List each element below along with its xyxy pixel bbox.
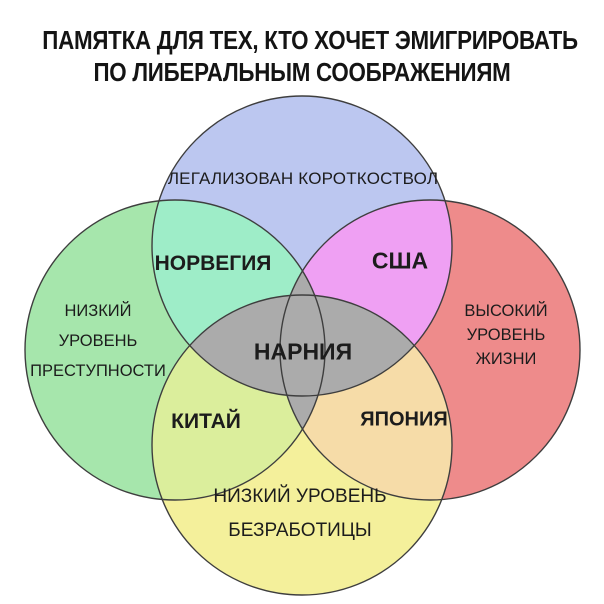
label-bottom-line-2: БЕЗРАБОТИЦЫ	[228, 520, 372, 541]
label-left-circle: НИЗКИЙ УРОВЕНЬ ПРЕСТУПНОСТИ	[30, 296, 166, 386]
label-left-line-1: НИЗКИЙ	[64, 302, 132, 320]
label-right-circle: ВЫСОКИЙ УРОВЕНЬ ЖИЗНИ	[464, 299, 547, 371]
label-left-line-3: ПРЕСТУПНОСТИ	[30, 362, 166, 380]
title-line-2: ПО ЛИБЕРАЛЬНЫМ СООБРАЖЕНИЯМ	[93, 57, 511, 87]
label-right-line-1: ВЫСОКИЙ	[464, 302, 548, 320]
venn-circle-left-outline	[24, 199, 326, 501]
label-bottom-line-1: НИЗКИЙ УРОВЕНЬ	[213, 486, 387, 507]
venn-circle-bottom-outline	[151, 294, 453, 596]
label-usa: США	[371, 247, 429, 274]
title-line-1: ПАМЯТКА ДЛЯ ТЕХ, КТО ХОЧЕТ ЭМИГРИРОВАТЬ	[42, 25, 578, 55]
region-center-narnia-vertical	[152, 295, 452, 396]
label-china: КИТАЙ	[171, 410, 241, 433]
venn-circle-top-outline	[151, 95, 453, 397]
page-title: ПАМЯТКА ДЛЯ ТЕХ, КТО ХОЧЕТ ЭМИГРИРОВАТЬ …	[42, 24, 578, 88]
label-bottom-circle: НИЗКИЙ УРОВЕНЬ БЕЗРАБОТИЦЫ	[213, 480, 386, 548]
label-left-line-2: УРОВЕНЬ	[58, 332, 138, 350]
label-right-line-2: УРОВЕНЬ	[466, 326, 546, 344]
label-top-circle: ЛЕГАЛИЗОВАН КОРОТКОСТВОЛ	[167, 169, 439, 188]
venn-circle-right-outline	[279, 199, 581, 501]
label-narnia: НАРНИЯ	[253, 338, 353, 365]
label-norway: НОРВЕГИЯ	[154, 252, 272, 275]
label-right-line-3: ЖИЗНИ	[475, 350, 537, 368]
label-japan: ЯПОНИЯ	[360, 408, 448, 431]
